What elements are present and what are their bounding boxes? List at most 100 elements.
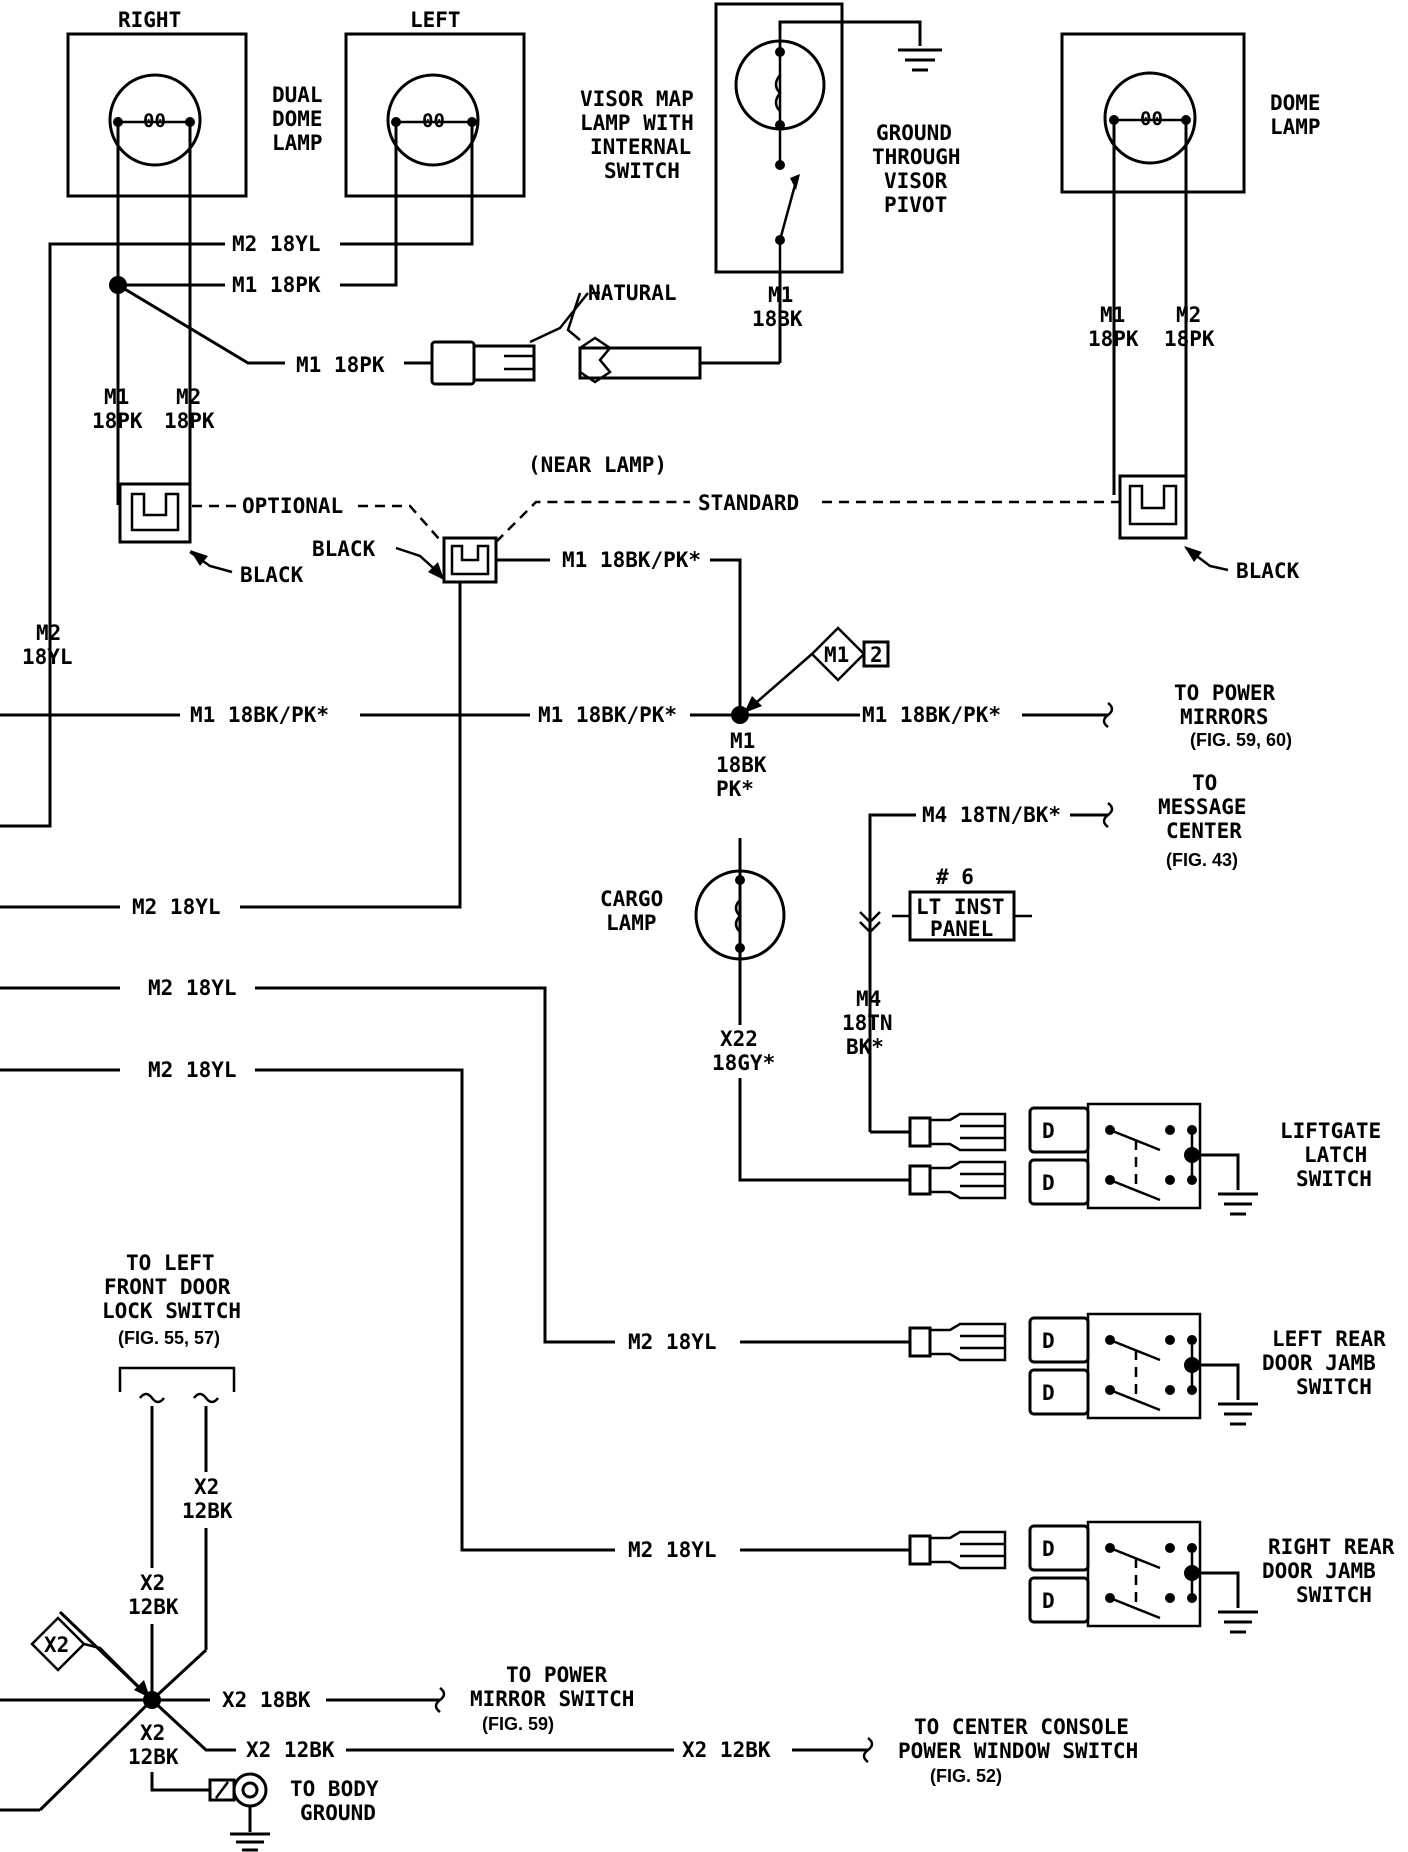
left-rear-door-jamb-switch xyxy=(1028,1312,1258,1426)
liftgate-label-2: LATCH xyxy=(1304,1143,1367,1167)
visor-ground-1: GROUND xyxy=(876,121,952,145)
liftgate-terminal-2 xyxy=(908,1160,1007,1200)
x2-wire-v-1b: 12BK xyxy=(182,1499,233,1523)
cargo-label-2: LAMP xyxy=(606,911,657,935)
wire-18yl-left-v: 18YL xyxy=(22,645,73,669)
splice-diamond-m1 xyxy=(810,626,890,682)
visor-ground-3: VISOR xyxy=(884,169,948,193)
visor-wire-m1: M1 xyxy=(768,283,793,307)
wire-m4-18tnbk: M4 18TN/BK* xyxy=(922,803,1061,827)
left-rear-label-2: DOOR JAMB xyxy=(1262,1351,1376,1375)
body-ground-1: TO BODY xyxy=(290,1777,379,1801)
left-rear-label-3: SWITCH xyxy=(1296,1375,1372,1399)
cargo-wire-18bk: 18BK xyxy=(716,753,767,777)
splice-m1 xyxy=(731,706,749,724)
connector-dome-lamp xyxy=(1118,474,1188,540)
dual-right-label: RIGHT xyxy=(118,8,181,32)
liftgate-terminal-1 xyxy=(908,1112,1007,1152)
splice-m1-label: M1 xyxy=(824,643,849,667)
power-mirrors-2: MIRRORS xyxy=(1180,705,1269,729)
connector-dual-lamp xyxy=(118,482,192,544)
wire-m2-18yl-4: M2 18YL xyxy=(628,1330,717,1354)
dome-label-2: LAMP xyxy=(1270,115,1321,139)
splice-m1-num: 2 xyxy=(870,643,883,667)
x2-wire-v-3: X2 xyxy=(140,1721,165,1745)
wire-m2-18yl-5: M2 18YL xyxy=(628,1538,717,1562)
cargo-wire-x22: X22 xyxy=(720,1027,758,1051)
dual-dome-lamp-left: 00 xyxy=(344,32,526,198)
connector-near-lamp: (NEAR LAMP) xyxy=(528,453,667,477)
connector-black-left: BLACK xyxy=(240,563,304,587)
dual-dome-label-2: DOME xyxy=(272,107,323,131)
connector-center xyxy=(442,536,498,584)
m4-wire-v-bk: BK* xyxy=(846,1035,884,1059)
connector-standard: STANDARD xyxy=(698,491,799,515)
message-center-1: TO xyxy=(1192,771,1217,795)
m4-wire-v-m4: M4 xyxy=(856,987,881,1011)
left-rear-terminal xyxy=(908,1322,1007,1362)
fuse-6-lt-inst-panel xyxy=(892,890,1032,942)
x2-wire-v-2: X2 xyxy=(140,1571,165,1595)
dual-left-label: LEFT xyxy=(410,8,461,32)
visor-wire-18bk: 18BK xyxy=(752,307,803,331)
right-rear-label-3: SWITCH xyxy=(1296,1583,1372,1607)
wire-m1-18pk-mid: M1 18PK xyxy=(296,353,385,377)
visor-label-1: VISOR MAP xyxy=(580,87,694,111)
liftgate-label-3: SWITCH xyxy=(1296,1167,1372,1191)
center-console-1: TO CENTER CONSOLE xyxy=(914,1715,1129,1739)
liftgate-d-1: D xyxy=(1042,1119,1055,1143)
body-ground-2: GROUND xyxy=(300,1801,376,1825)
dome-wire-18pk-1: 18PK xyxy=(1088,327,1139,351)
x2-wire-v-3b: 12BK xyxy=(128,1745,179,1769)
liftgate-latch-switch xyxy=(1028,1102,1258,1216)
visor-map-lamp xyxy=(714,2,844,274)
power-mirror-switch-2: MIRROR SWITCH xyxy=(470,1687,634,1711)
fuse-number: # 6 xyxy=(936,865,974,889)
right-rear-terminal xyxy=(908,1530,1007,1570)
power-mirror-switch-1: TO POWER xyxy=(506,1663,608,1687)
cargo-wire-m1: M1 xyxy=(730,729,755,753)
wire-m1-18bkpk-2: M1 18BK/PK* xyxy=(538,703,677,727)
inline-connector-m1 xyxy=(430,336,702,386)
connector-natural: NATURAL xyxy=(588,281,677,305)
wire-label-m1-left: M1 xyxy=(104,385,129,409)
splice-x2-label: X2 xyxy=(44,1633,69,1657)
dual-dome-label-1: DUAL xyxy=(272,83,323,107)
left-rear-label-1: LEFT REAR xyxy=(1272,1327,1386,1351)
dome-wire-m1: M1 xyxy=(1100,303,1125,327)
right-rear-label-1: RIGHT REAR xyxy=(1268,1535,1395,1559)
wire-x2-18bk: X2 18BK xyxy=(222,1688,311,1712)
right-rear-label-2: DOOR JAMB xyxy=(1262,1559,1376,1583)
liftgate-label-1: LIFTGATE xyxy=(1280,1119,1381,1143)
visor-ground-4: PIVOT xyxy=(884,193,947,217)
fuse-panel-2: PANEL xyxy=(930,917,993,941)
wire-label-18pk-left: 18PK xyxy=(92,409,143,433)
left-rear-d-2: D xyxy=(1042,1381,1055,1405)
visor-label-3: INTERNAL xyxy=(590,135,691,159)
m4-wire-v-18tn: 18TN xyxy=(842,1011,893,1035)
liftgate-d-2: D xyxy=(1042,1171,1055,1195)
center-console-2: POWER WINDOW SWITCH xyxy=(898,1739,1138,1763)
x2-wire-v-2b: 12BK xyxy=(128,1595,179,1619)
dome-wire-18pk-2: 18PK xyxy=(1164,327,1215,351)
visor-label-2: LAMP WITH xyxy=(580,111,694,135)
cargo-lamp xyxy=(694,869,786,961)
wire-label-m2-left: M2 xyxy=(176,385,201,409)
dual-dome-label-3: LAMP xyxy=(272,131,323,155)
connector-black-right: BLACK xyxy=(1236,559,1300,583)
wire-m1-18bkpk-top: M1 18BK/PK* xyxy=(562,548,701,572)
wire-m1-18bkpk-1: M1 18BK/PK* xyxy=(190,703,329,727)
dome-label-1: DOME xyxy=(1270,91,1321,115)
message-center-2: MESSAGE xyxy=(1158,795,1247,819)
wire-m2-18yl-top: M2 18YL xyxy=(232,232,321,256)
connector-black-center: BLACK xyxy=(312,537,376,561)
left-front-door-1: TO LEFT xyxy=(126,1251,215,1275)
left-front-door-fig: (FIG. 55, 57) xyxy=(118,1328,220,1348)
svg-text:00: 00 xyxy=(422,110,445,132)
cargo-label-1: CARGO xyxy=(600,887,663,911)
wire-x2-12bk-1: X2 12BK xyxy=(246,1738,335,1762)
wire-label-18pk-left2: 18PK xyxy=(164,409,215,433)
right-rear-door-jamb-switch xyxy=(1028,1520,1258,1634)
fuse-panel-1: LT INST xyxy=(916,895,1005,919)
